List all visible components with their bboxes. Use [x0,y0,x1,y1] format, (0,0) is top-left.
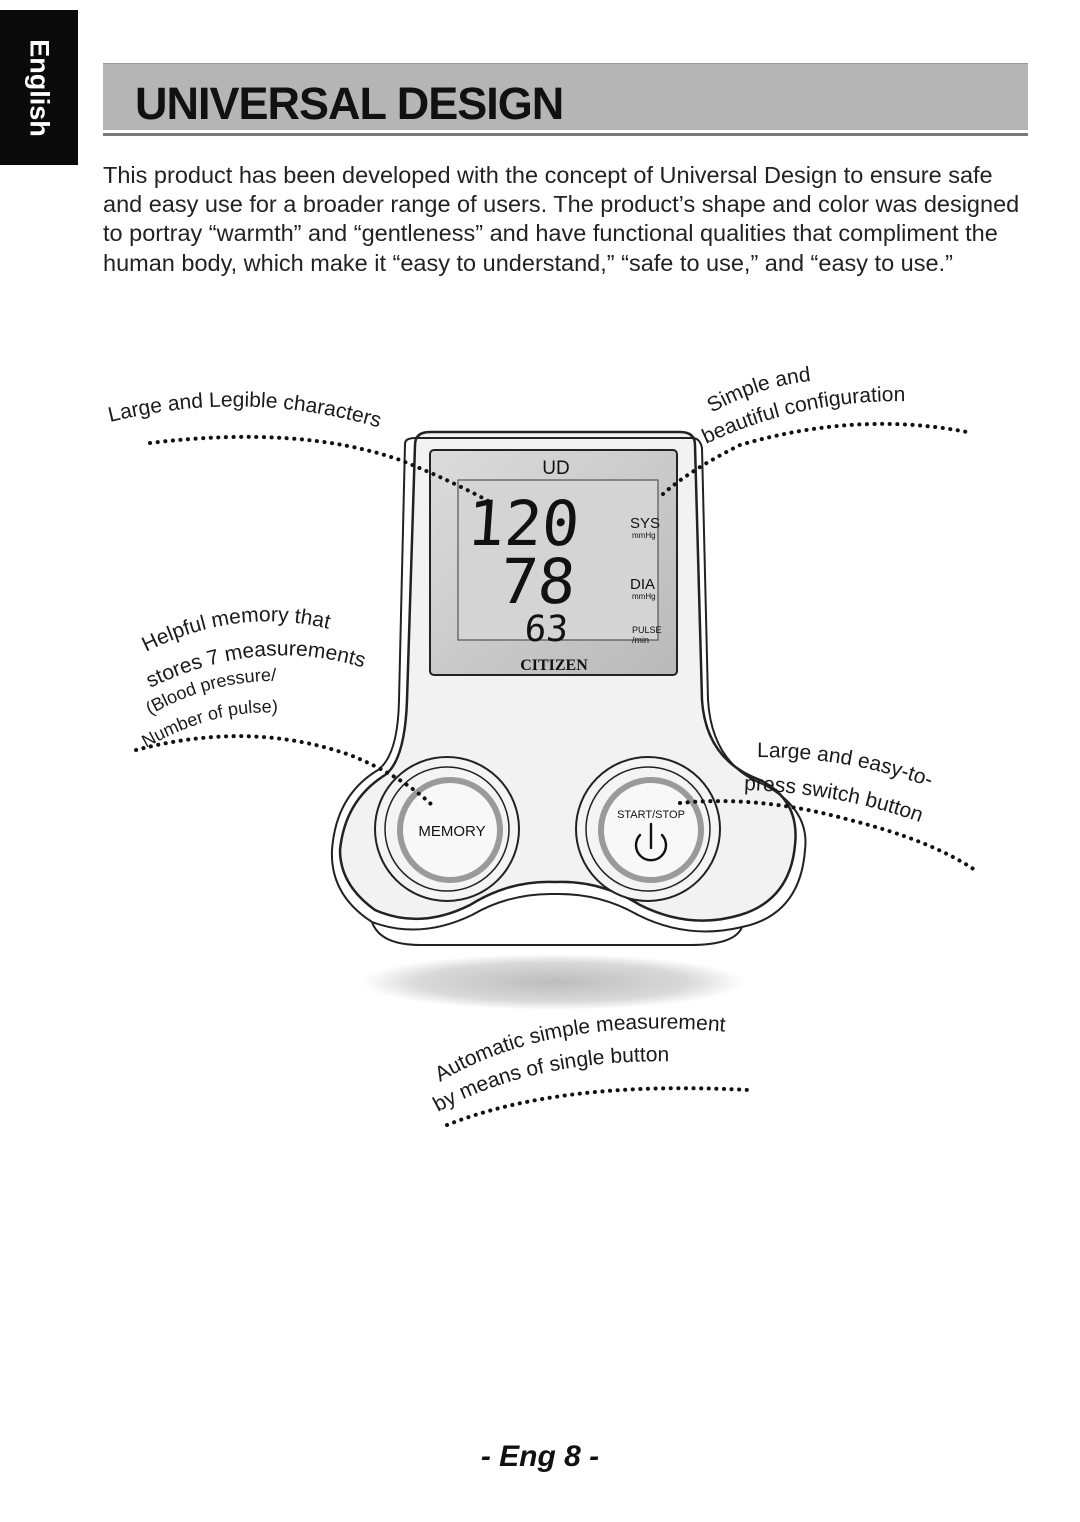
start-stop-label: START/STOP [617,809,685,821]
leader-memory [134,734,434,807]
systolic-reading: 120 [465,487,582,560]
pulse-unit: /min [632,635,649,645]
power-icon [634,822,668,862]
diastolic-unit: mmHg [632,592,656,601]
leader-legible [148,434,494,505]
language-tab: English [0,10,78,165]
leader-simple [661,421,974,496]
device-illustration: UD 120 SYS mmHg 78 DIA mmHg 63 PULSE /mi… [106,363,977,1127]
leader-button [678,799,977,872]
title-bar [103,63,1028,130]
brand-logo: CITIZEN [520,657,588,674]
intro-paragraph: This product has been developed with the… [103,162,1020,276]
callout-legible: Large and Legible characters [106,388,384,432]
title-divider [103,133,1028,136]
memory-button-label: MEMORY [418,823,485,840]
systolic-unit: mmHg [632,531,656,540]
device-shadow [361,954,745,1010]
start-stop-button: START/STOP [575,756,721,902]
page-number: - Eng 8 - [480,1440,600,1473]
diastolic-label: DIA [630,576,655,593]
memory-button: MEMORY [374,756,520,902]
pulse-reading: 63 [523,609,569,650]
ud-logo: UD [542,458,569,479]
diastolic-reading: 78 [498,545,578,618]
systolic-label: SYS [630,515,660,532]
pulse-label: PULSE [632,625,662,635]
language-label: English [24,38,55,137]
leader-auto [445,1086,750,1127]
section-title: UNIVERSAL DESIGN [135,78,564,129]
